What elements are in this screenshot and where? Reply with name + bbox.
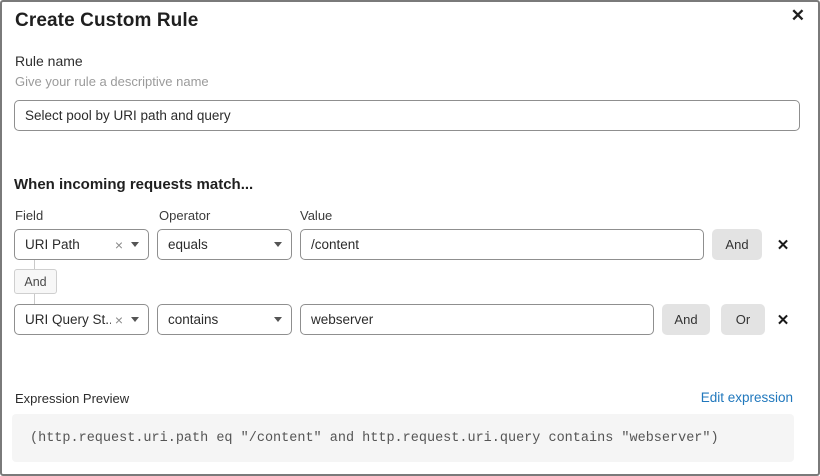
row1-value-input[interactable] bbox=[300, 229, 704, 260]
row2-or-button[interactable]: Or bbox=[721, 304, 765, 335]
row1-delete-icon[interactable]: ✕ bbox=[776, 236, 790, 254]
connector-line-top bbox=[34, 260, 35, 270]
clear-icon[interactable]: × bbox=[114, 311, 123, 328]
row2-field-value: URI Query St... bbox=[25, 312, 111, 327]
row2-and-button[interactable]: And bbox=[662, 304, 710, 335]
edit-expression-link[interactable]: Edit expression bbox=[700, 390, 793, 405]
page-title: Create Custom Rule bbox=[15, 10, 199, 31]
column-label-value: Value bbox=[300, 208, 333, 223]
expression-code-block: (http.request.uri.path eq "/content" and… bbox=[12, 414, 794, 462]
rule-name-label: Rule name bbox=[15, 53, 83, 69]
column-label-operator: Operator bbox=[159, 208, 211, 223]
chevron-down-icon[interactable] bbox=[131, 317, 139, 322]
row2-operator-value: contains bbox=[168, 312, 219, 327]
chevron-down-icon[interactable] bbox=[274, 317, 282, 322]
row1-field-value: URI Path bbox=[25, 237, 80, 252]
chevron-down-icon[interactable] bbox=[274, 242, 282, 247]
row2-field-select[interactable]: URI Query St... × bbox=[14, 304, 149, 335]
connector-line-bottom bbox=[34, 294, 35, 304]
rule-name-helper: Give your rule a descriptive name bbox=[15, 74, 209, 89]
expression-code: (http.request.uri.path eq "/content" and… bbox=[30, 430, 719, 446]
match-section-heading: When incoming requests match... bbox=[14, 176, 254, 193]
row1-operator-value: equals bbox=[168, 237, 208, 252]
row1-field-select[interactable]: URI Path × bbox=[14, 229, 149, 260]
row2-operator-select[interactable]: contains bbox=[157, 304, 292, 335]
row2-delete-icon[interactable]: ✕ bbox=[776, 311, 790, 329]
chevron-down-icon[interactable] bbox=[131, 242, 139, 247]
expression-preview-label: Expression Preview bbox=[15, 391, 130, 406]
close-icon[interactable]: ✕ bbox=[790, 6, 805, 25]
clear-icon[interactable]: × bbox=[114, 236, 123, 253]
row2-value-input[interactable] bbox=[300, 304, 654, 335]
connector-and-badge: And bbox=[14, 269, 57, 294]
rule-name-input[interactable] bbox=[14, 100, 800, 131]
column-label-field: Field bbox=[15, 208, 44, 223]
row1-operator-select[interactable]: equals bbox=[157, 229, 292, 260]
row1-and-button[interactable]: And bbox=[712, 229, 762, 260]
